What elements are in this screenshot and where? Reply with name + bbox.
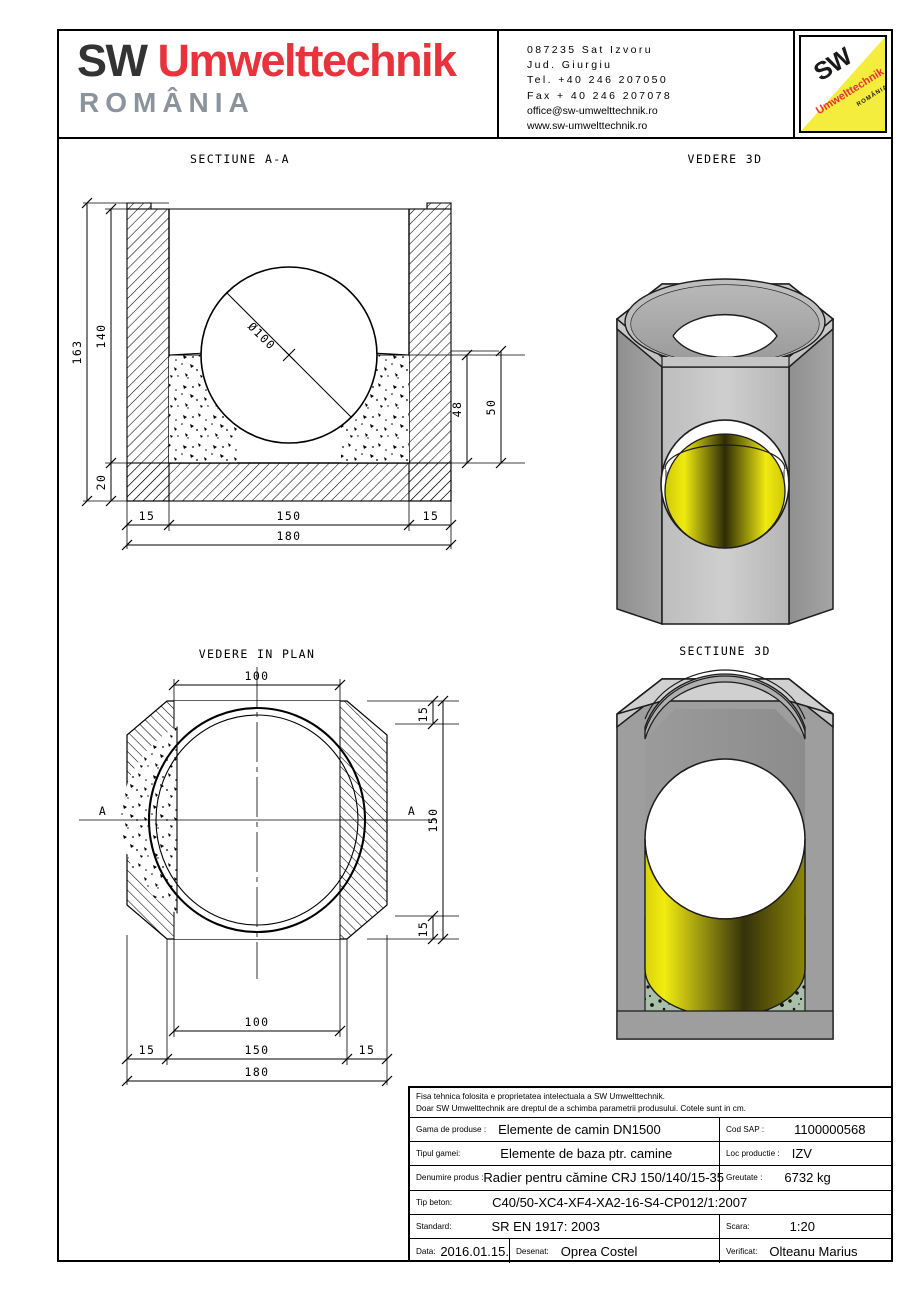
checked-by-label: Verificat: (726, 1246, 758, 1256)
contact-lines: 087235 Sat Izvoru Jud. Giurgiu Tel. +40 … (527, 43, 672, 134)
product-name-cell: Denumire produs : Radier pentru cămine C… (410, 1166, 724, 1190)
production-site-value: IZV (791, 1146, 812, 1162)
dim-wall-right-15: 15 (423, 509, 440, 523)
contact-fax-line: Fax + 40 246 207078 (527, 89, 673, 102)
title-block-row-signatures: Data: 2016.01.15. Desenat: Oprea Costel … (410, 1238, 891, 1264)
title-block-row-concrete: Tip beton: C40/50-XC4-XF4-XA2-16-S4-CP01… (410, 1191, 891, 1215)
scale-cell: Scara: 1:20 (720, 1215, 891, 1238)
title-block: Fisa tehnica folosita e proprietatea int… (408, 1086, 893, 1264)
title-block-row-product-range: Gama de produse : Elemente de camin DN15… (410, 1118, 891, 1143)
product-name-label: Denumire produs : (416, 1173, 484, 1183)
sap-code-cell: Cod SAP : 1100000568 (720, 1118, 891, 1141)
plan-dim-bottom-150: 150 (245, 1043, 270, 1057)
contact-county-line: Jud. Giurgiu (527, 59, 613, 72)
product-name-value: Radier pentru cămine CRJ 150/140/15-35 (483, 1170, 724, 1186)
dim-height-163: 163 (70, 340, 84, 365)
standard-value: SR EN 1917: 2003 (491, 1218, 600, 1234)
plan-dim-top-100: 100 (245, 669, 270, 683)
note-line-2: Doar SW Umwelttechnik are dreptul de a s… (416, 1103, 746, 1113)
logo-romania-text: ROMÂNIA (79, 87, 255, 118)
contact-website-line[interactable]: www.sw-umwelttechnik.ro (527, 120, 648, 133)
product-range-cell: Gama de produse : Elemente de camin DN15… (410, 1118, 720, 1142)
dim-inner-150: 150 (277, 509, 302, 523)
standard-cell: Standard: SR EN 1917: 2003 (410, 1214, 720, 1238)
logo-sw-text: SW (77, 35, 148, 86)
plan-dim-inner-150: 150 (426, 808, 440, 833)
dim-channel-50: 50 (484, 399, 498, 416)
drawn-by-value: Oprea Costel (560, 1243, 638, 1259)
note-line-1: Fisa tehnica folosita e proprietatea int… (416, 1092, 665, 1101)
drawing-frame: SW Umwelttechnik ROMÂNIA 087235 Sat Izvo… (57, 29, 893, 1264)
date-cell: Data: 2016.01.15. (410, 1238, 510, 1264)
contact-address-line: 087235 Sat Izvoru (527, 44, 654, 56)
range-type-label: Tipul gamei: (416, 1149, 461, 1159)
checked-by-cell: Verificat: Olteanu Marius (720, 1239, 891, 1263)
plan-dim-bottom-100: 100 (245, 1015, 270, 1029)
weight-value: 6732 kg (784, 1170, 831, 1186)
logo-umwelttechnik-text: Umwelttechnik (157, 35, 458, 86)
date-value: 2016.01.15. (440, 1243, 509, 1259)
dim-base-20: 20 (94, 474, 108, 491)
checked-by-value: Olteanu Marius (769, 1243, 858, 1259)
range-type-value: Elemente de baza ptr. camine (500, 1146, 673, 1162)
range-type-cell: Tipul gamei: Elemente de baza ptr. camin… (410, 1142, 720, 1166)
section-3d-title: SECTIUNE 3D (679, 644, 771, 658)
sap-code-label: Cod SAP : (726, 1125, 765, 1135)
concrete-type-label: Tip beton: (416, 1197, 453, 1207)
plan-dim-wall-top-15: 15 (416, 706, 430, 723)
yellow-logo-badge: SW Umwelttechnik ROMÂNIA (799, 35, 887, 133)
contact-tel-line: Tel. +40 246 207050 (527, 74, 669, 87)
plan-section-label-left: A (99, 804, 107, 818)
plan-dim-total-180: 180 (245, 1065, 270, 1079)
date-label: Data: (416, 1246, 436, 1256)
dim-wall-left-15: 15 (139, 509, 156, 523)
dim-invert-48: 48 (450, 401, 464, 418)
weight-cell: Greutate : 6732 kg (720, 1166, 891, 1189)
plan-section-label-right: A (408, 804, 416, 818)
contact-block: 087235 Sat Izvoru Jud. Giurgiu Tel. +40 … (499, 31, 795, 137)
standard-label: Standard: (416, 1221, 452, 1231)
drawn-by-label: Desenat: (516, 1246, 549, 1256)
production-site-label: Loc productie : (726, 1149, 780, 1159)
plan-dim-right-15: 15 (359, 1043, 376, 1057)
plan-view-title: VEDERE IN PLAN (199, 647, 316, 661)
plan-dim-left-15: 15 (139, 1043, 156, 1057)
section-aa-title: SECTIUNE A-A (190, 152, 290, 166)
title-block-note: Fisa tehnica folosita e proprietatea int… (410, 1088, 891, 1118)
contact-email-line[interactable]: office@sw-umwelttechnik.ro (527, 104, 658, 117)
weight-label: Greutate : (726, 1173, 763, 1183)
drawing-canvas: SECTIUNE A-A Ø100 (59, 139, 891, 1260)
company-logo-block: SW Umwelttechnik ROMÂNIA (59, 31, 499, 137)
concrete-type-value: C40/50-XC4-XF4-XA2-16-S4-CP012/1:2007 (492, 1194, 748, 1210)
dim-height-140: 140 (94, 324, 108, 349)
production-site-cell: Loc productie : IZV (720, 1142, 891, 1165)
title-block-row-standard: Standard: SR EN 1917: 2003 Scara: 1:20 (410, 1214, 891, 1239)
title-block-row-product-name: Denumire produs : Radier pentru cămine C… (410, 1166, 891, 1191)
logo-wordmark: SW Umwelttechnik (77, 35, 458, 86)
concrete-type-cell: Tip beton: C40/50-XC4-XF4-XA2-16-S4-CP01… (410, 1191, 891, 1214)
drawn-by-cell: Desenat: Oprea Costel (510, 1238, 720, 1264)
product-range-value: Elemente de camin DN1500 (498, 1122, 661, 1138)
plan-dim-wall-bottom-15: 15 (416, 921, 430, 938)
title-block-row-range-type: Tipul gamei: Elemente de baza ptr. camin… (410, 1142, 891, 1167)
product-range-label: Gama de produse : (416, 1125, 487, 1135)
view-3d-title: VEDERE 3D (688, 152, 763, 166)
dim-total-180: 180 (277, 529, 302, 543)
scale-label: Scara: (726, 1221, 750, 1231)
corner-badge-block: SW Umwelttechnik ROMÂNIA (795, 31, 891, 137)
title-header: SW Umwelttechnik ROMÂNIA 087235 Sat Izvo… (59, 31, 891, 139)
scale-value: 1:20 (789, 1218, 815, 1234)
sap-code-value: 1100000568 (794, 1122, 866, 1138)
